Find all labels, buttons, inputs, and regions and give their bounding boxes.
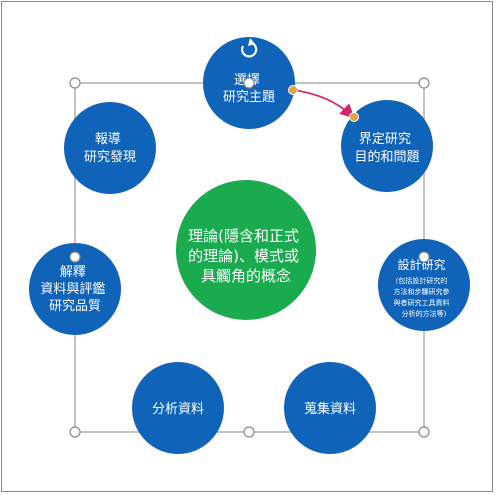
node-design-research-sub-1: (包括設計研究的 [396,276,448,285]
node-design-research-sub-2: 方法和步驟研究參 [393,287,449,296]
node-analyze-data-line-1: 分析資料 [152,402,204,417]
connector-arrow[interactable] [292,89,355,119]
node-select-topic-line-2: 研究主題 [223,90,275,105]
svg-text:理論(隱含和正式 的理論)、模式或: 理論(隱含和正式 的理論)、模式或 具觸角的概念 [188,227,304,285]
resize-handle-top-right[interactable] [418,77,430,89]
node-analyze-data[interactable]: 分析資料 [132,362,224,454]
node-report-line-2: 研究發現 [84,150,136,165]
node-design-research[interactable]: 設計研究 (包括設計研究的 方法和步驟研究參 與者研究工具資料 分析的方法等) [378,239,470,331]
svg-text:報導 研究發現: 報導 研究發現 [84,132,136,165]
resize-handle-top[interactable] [243,77,255,89]
node-collect-data[interactable]: 蒐集資料 [284,362,376,454]
node-interpret-line-1: 解釋 [60,264,86,280]
rotate-handle-icon[interactable] [241,38,258,58]
svg-text:蒐集資料: 蒐集資料 [304,401,356,417]
node-interpret-line-2: 資料與評鑑 [40,281,105,297]
resize-handle-bottom-right[interactable] [418,426,430,438]
resize-handle-left[interactable] [69,251,81,263]
center-concept[interactable]: 理論(隱含和正式 的理論)、模式或 具觸角的概念 [176,180,316,320]
resize-handle-top-left[interactable] [69,77,81,89]
node-collect-data-line-1: 蒐集資料 [304,401,356,417]
node-report[interactable]: 報導 研究發現 [64,102,156,194]
node-design-research-line-1: 設計研究 [397,257,445,272]
resize-handle-bottom[interactable] [243,426,255,438]
svg-text:設計研究 (包括設計研究的: 設計研究 (包括設計研究的 方法和步驟研究參 與者研究工具資料 分析的方法等) [393,254,454,318]
resize-handle-right[interactable] [418,251,430,263]
connector-start-handle[interactable] [288,85,298,95]
node-interpret-line-3: 研究品質 [49,299,101,314]
svg-text:分析資料: 分析資料 [152,402,204,417]
node-design-research-sub-4: 分析的方法等) [402,309,447,318]
node-report-line-1: 報導 [95,132,121,147]
node-interpret[interactable]: 解釋 資料與評鑑 研究品質 [29,243,121,335]
node-define-purpose-line-1: 界定研究 [359,132,411,147]
node-design-research-sub-3: 與者研究工具資料 [393,298,449,307]
connector-end-handle[interactable] [349,112,359,122]
svg-text:解釋 資料與評鑑 研究品質: 解釋 資料與評鑑 研究品質 [40,264,109,314]
resize-handle-bottom-left[interactable] [69,426,81,438]
center-line-3: 具觸角的概念 [201,267,291,285]
center-line-2: 的理論)、模式或 [188,247,299,265]
svg-text:界定研究 目的和問題: 界定研究 目的和問題 [354,132,419,165]
node-define-purpose[interactable]: 界定研究 目的和問題 [341,100,433,192]
node-define-purpose-line-2: 目的和問題 [354,149,419,165]
center-line-1: 理論(隱含和正式 [188,227,299,245]
